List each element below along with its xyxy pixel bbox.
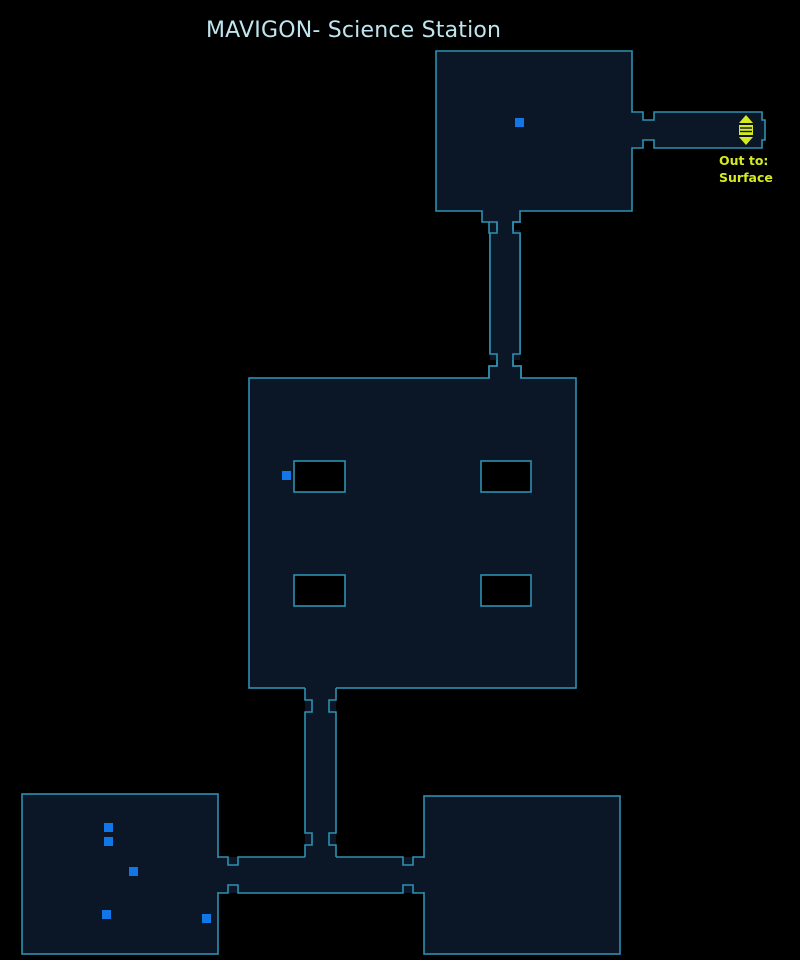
upper-corridor-floor (490, 230, 520, 360)
bottom-corridor (216, 857, 426, 893)
pillar-nw (293, 460, 346, 493)
marker[interactable] (102, 910, 111, 919)
elevator-icon[interactable] (739, 115, 753, 145)
marker[interactable] (282, 471, 291, 480)
lower-corridor (305, 684, 336, 874)
pillar-sw (293, 574, 346, 607)
bottom-right-room (423, 795, 621, 955)
central-hall (248, 377, 577, 689)
exit-label: Out to: Surface (719, 152, 773, 186)
marker[interactable] (202, 914, 211, 923)
exit-label-line1: Out to: (719, 153, 769, 168)
bottom-left-room (21, 793, 219, 955)
top-room (435, 50, 766, 234)
marker[interactable] (104, 823, 113, 832)
pillar-ne (480, 460, 532, 493)
map-title: MAVIGON- Science Station (206, 18, 502, 43)
marker[interactable] (104, 837, 113, 846)
marker[interactable] (515, 118, 524, 127)
pillar-se (480, 574, 532, 607)
marker[interactable] (129, 867, 138, 876)
exit-label-line2: Surface (719, 170, 773, 185)
